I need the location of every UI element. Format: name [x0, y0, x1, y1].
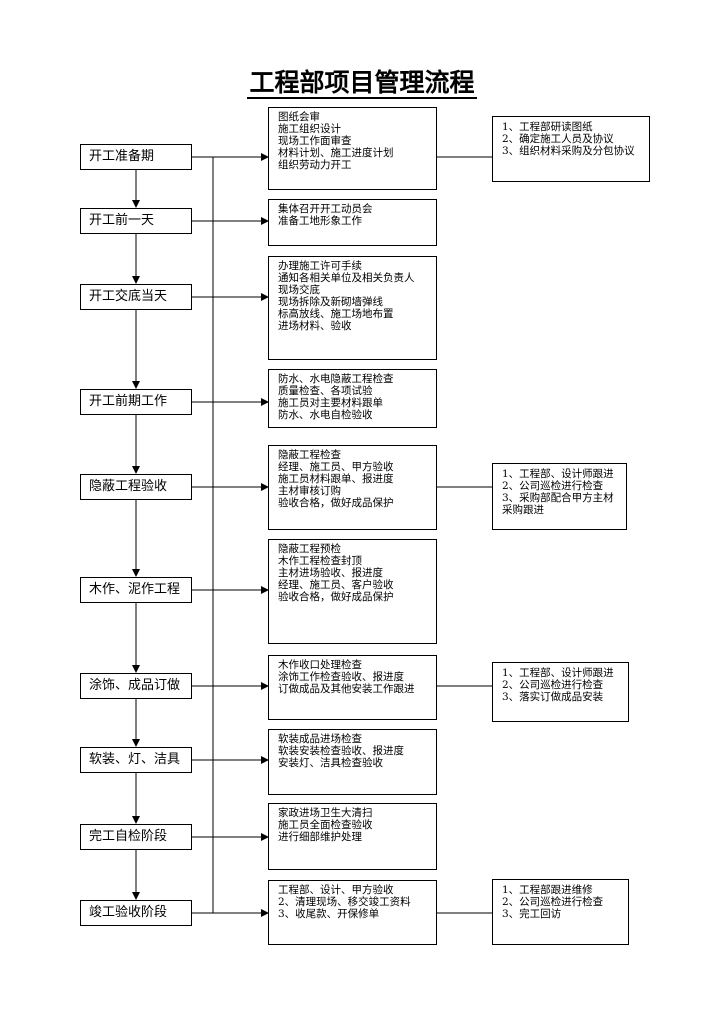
detail-line: 施工员材料跟单、报进度: [278, 473, 394, 485]
detail-line: 准备工地形象工作: [278, 215, 362, 227]
note-line: 2、确定施工人员及协议: [502, 133, 614, 145]
detail-line: 现场工作面审查: [278, 135, 352, 147]
detail-line: 施工员全面检查验收: [278, 819, 373, 831]
stage-box: 软装、灯、洁具: [80, 747, 192, 773]
note-line: 2、公司巡检进行检查: [502, 679, 604, 691]
detail-line: 经理、施工员、甲方验收: [278, 461, 394, 473]
detail-line: 组织劳动力开工: [278, 159, 352, 171]
note-line: 1、工程部、设计师跟进: [502, 468, 614, 480]
detail-line: 办理施工许可手续: [278, 260, 362, 272]
detail-box: 办理施工许可手续通知各相关单位及相关负责人现场交底现场拆除及新砌墙弹线标高放线、…: [268, 256, 437, 360]
stage-box: 隐蔽工程验收: [80, 474, 192, 500]
detail-line: 主材进场验收、报进度: [278, 567, 383, 579]
detail-box: 隐蔽工程检查经理、施工员、甲方验收施工员材料跟单、报进度主材审核订购验收合格，做…: [268, 445, 437, 530]
stage-box: 开工前一天: [80, 208, 192, 234]
note-line: 3、落实订做成品安装: [502, 691, 604, 703]
stage-box: 开工交底当天: [80, 284, 192, 310]
page-title: 工程部项目管理流程: [0, 66, 724, 100]
detail-line: 施工员对主要材料跟单: [278, 397, 383, 409]
detail-line: 2、清理现场、移交竣工资料: [278, 896, 411, 908]
detail-line: 木作收口处理检查: [278, 659, 362, 671]
detail-line: 涂饰工作检查验收、报进度: [278, 671, 404, 683]
detail-line: 材料计划、施工进度计划: [278, 147, 394, 159]
detail-line: 软装安装检查验收、报进度: [278, 745, 404, 757]
detail-line: 经理、施工员、客户验收: [278, 579, 394, 591]
detail-line: 现场拆除及新砌墙弹线: [278, 296, 383, 308]
detail-line: 现场交底: [278, 284, 320, 296]
note-line: 3、完工回访: [502, 908, 562, 920]
stage-box: 竣工验收阶段: [80, 900, 192, 926]
stage-box: 木作、泥作工程: [80, 577, 192, 603]
detail-line: 木作工程检查封顶: [278, 555, 362, 567]
detail-line: 隐蔽工程预检: [278, 543, 341, 555]
detail-line: 防水、水电自检验收: [278, 409, 373, 421]
detail-box: 木作收口处理检查涂饰工作检查验收、报进度订做成品及其他安装工作跟进: [268, 655, 437, 720]
detail-box: 集体召开开工动员会准备工地形象工作: [268, 199, 437, 246]
stage-box: 开工前期工作: [80, 389, 192, 415]
detail-box: 隐蔽工程预检木作工程检查封顶主材进场验收、报进度经理、施工员、客户验收验收合格，…: [268, 539, 437, 644]
note-line: 2、公司巡检进行检查: [502, 480, 604, 492]
note-line: 采购跟进: [502, 504, 544, 516]
note-line: 1、工程部研读图纸: [502, 121, 593, 133]
detail-line: 3、收尾款、开保修单: [278, 908, 380, 920]
detail-line: 标高放线、施工场地布置: [278, 308, 394, 320]
stage-box: 涂饰、成品订做: [80, 673, 192, 699]
note-line: 1、工程部、设计师跟进: [502, 667, 614, 679]
detail-line: 进场材料、验收: [278, 320, 352, 332]
note-line: 1、工程部跟进维修: [502, 884, 593, 896]
detail-line: 订做成品及其他安装工作跟进: [278, 683, 415, 695]
detail-line: 软装成品进场检查: [278, 733, 362, 745]
detail-line: 安装灯、洁具检查验收: [278, 757, 383, 769]
title-text: 工程部项目管理流程: [247, 68, 477, 99]
detail-line: 防水、水电隐蔽工程检查: [278, 373, 394, 385]
detail-line: 隐蔽工程检查: [278, 449, 341, 461]
detail-line: 质量检查、各项试验: [278, 385, 373, 397]
detail-line: 验收合格，做好成品保护: [278, 591, 394, 603]
detail-line: 家政进场卫生大清扫: [278, 807, 373, 819]
stage-box: 完工自检阶段: [80, 824, 192, 850]
detail-box: 家政进场卫生大清扫施工员全面检查验收进行细部维护处理: [268, 803, 437, 870]
detail-line: 验收合格，做好成品保护: [278, 497, 394, 509]
detail-line: 进行细部维护处理: [278, 831, 362, 843]
note-line: 2、公司巡检进行检查: [502, 896, 604, 908]
detail-box: 防水、水电隐蔽工程检查质量检查、各项试验施工员对主要材料跟单防水、水电自检验收: [268, 369, 437, 428]
note-line: 3、组织材料采购及分包协议: [502, 145, 635, 157]
detail-line: 图纸会审: [278, 111, 320, 123]
detail-line: 主材审核订购: [278, 485, 341, 497]
detail-line: 集体召开开工动员会: [278, 203, 373, 215]
stage-box: 开工准备期: [80, 144, 192, 170]
detail-box: 软装成品进场检查软装安装检查验收、报进度安装灯、洁具检查验收: [268, 729, 437, 795]
note-line: 3、采购部配合甲方主材: [502, 492, 614, 504]
detail-line: 工程部、设计、甲方验收: [278, 884, 394, 896]
detail-box: 图纸会审施工组织设计现场工作面审查材料计划、施工进度计划组织劳动力开工: [268, 107, 437, 190]
detail-line: 通知各相关单位及相关负责人: [278, 272, 415, 284]
detail-line: 施工组织设计: [278, 123, 341, 135]
